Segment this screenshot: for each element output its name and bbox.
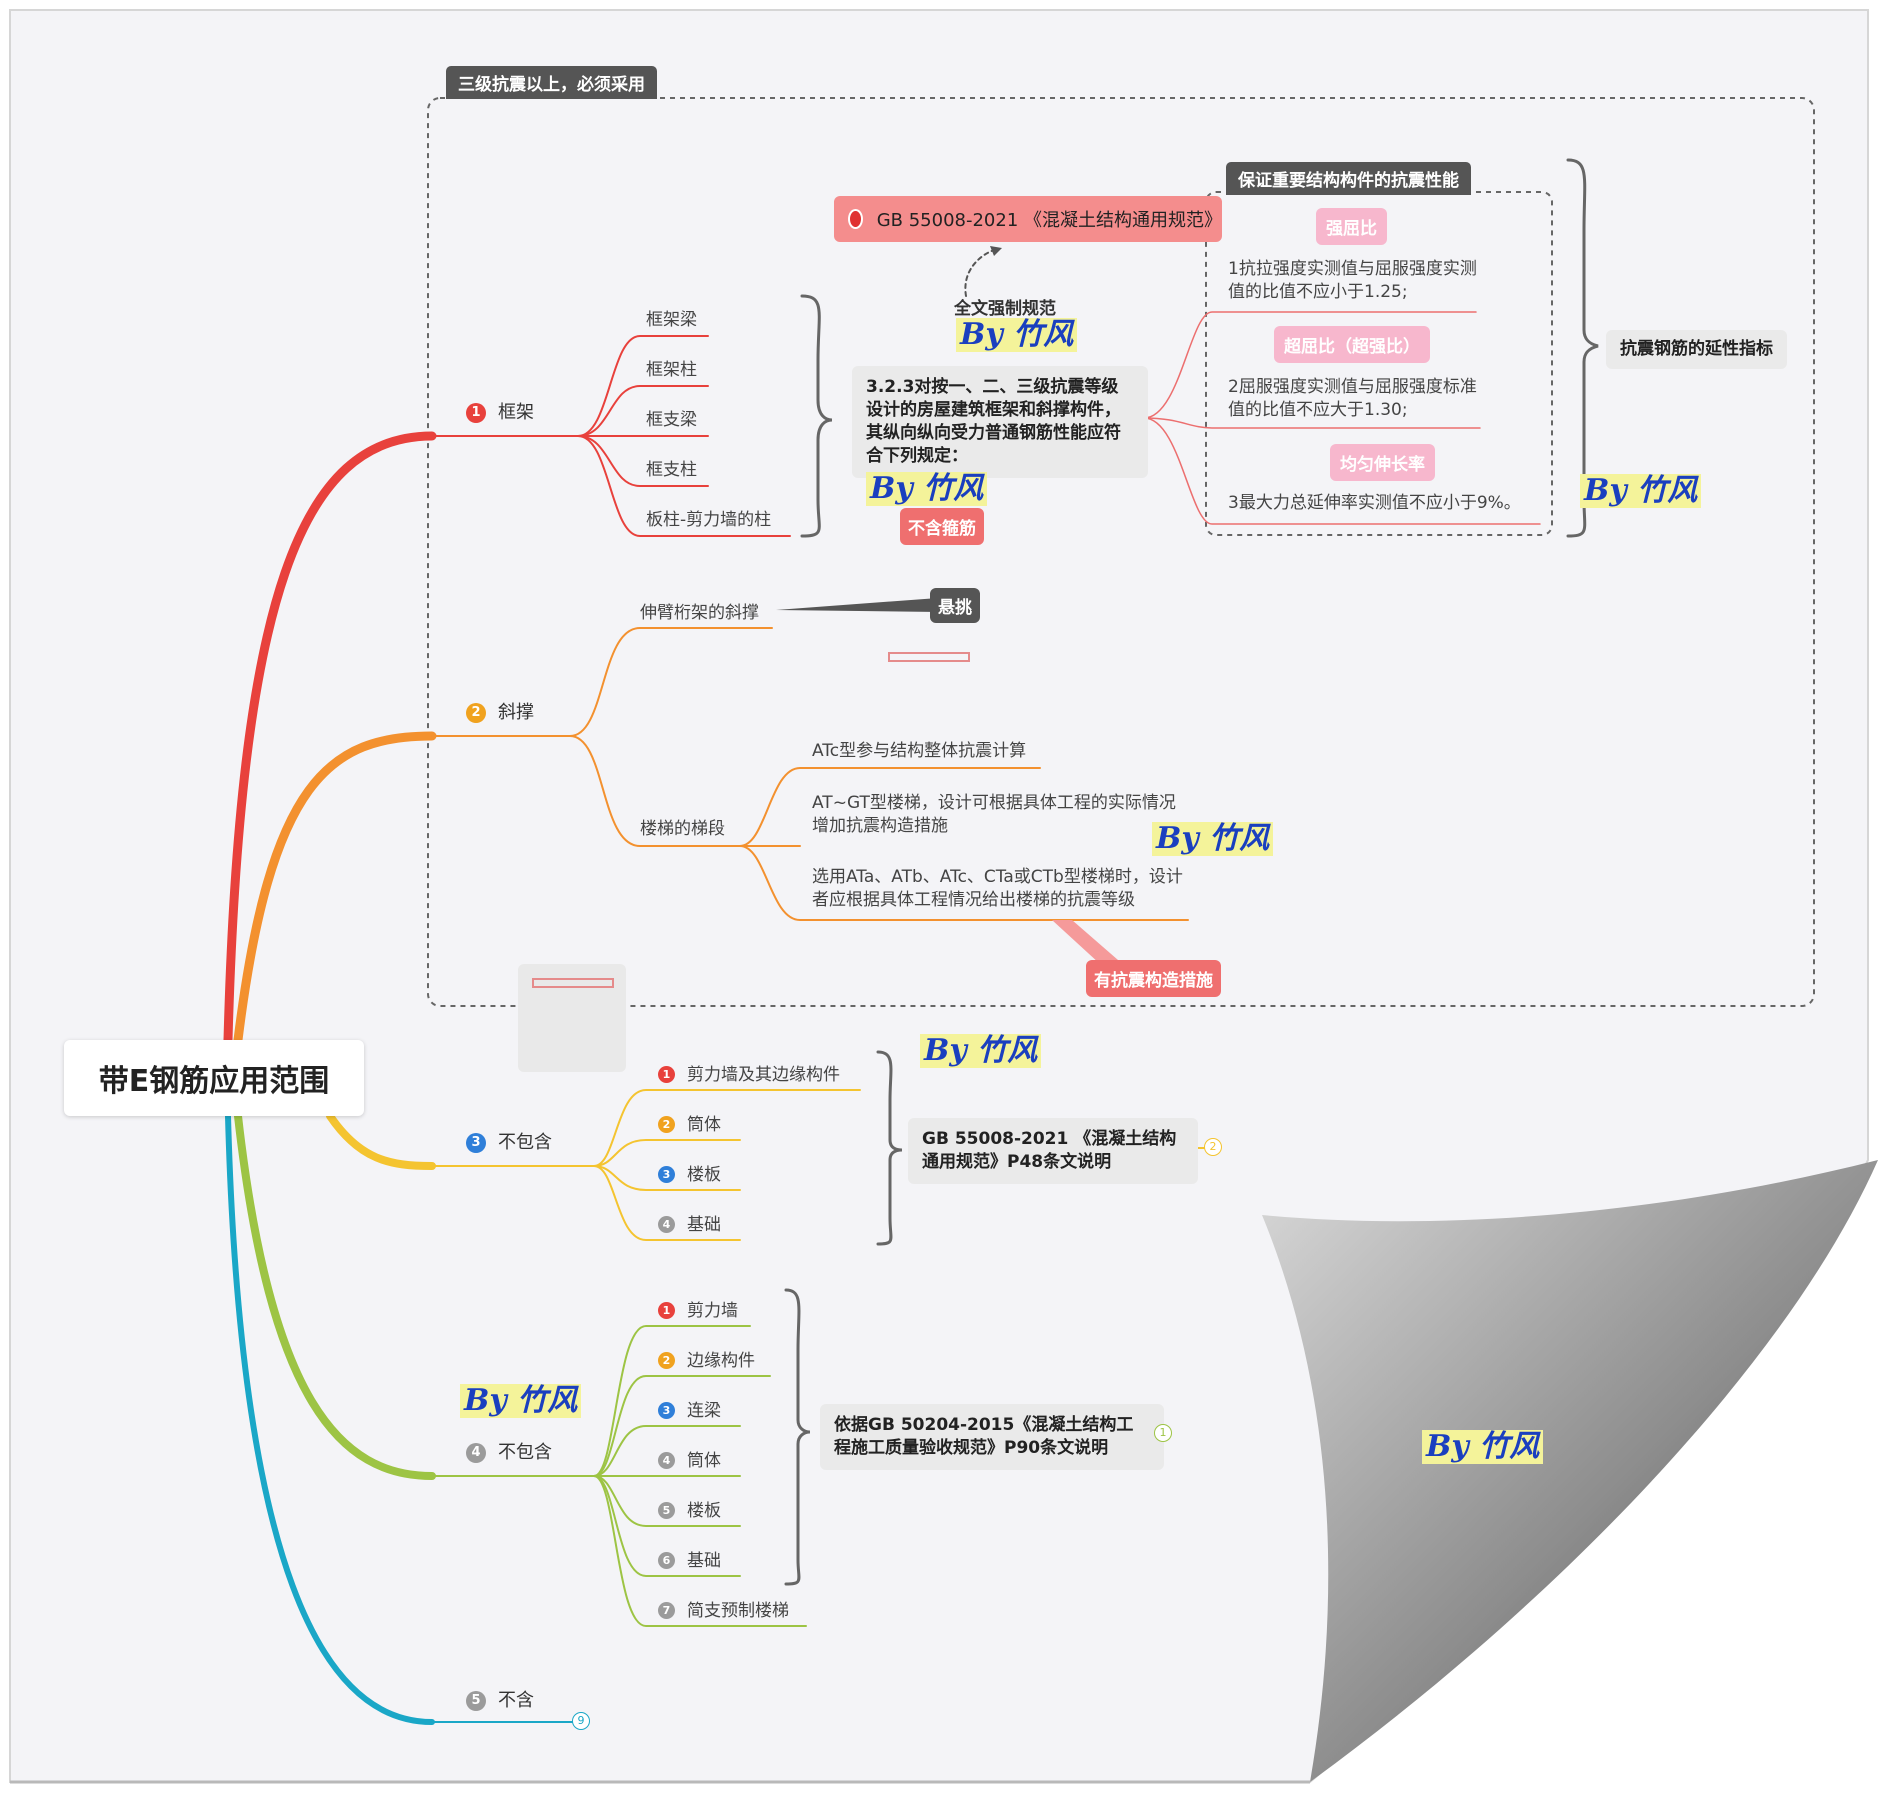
number-badge: 5	[658, 1502, 675, 1519]
branch-exclude-3[interactable]: 5 不含	[466, 1686, 534, 1712]
number-badge: 1	[658, 1302, 675, 1319]
exclude-item[interactable]: 1 剪力墙	[658, 1296, 738, 1321]
branch-exclude-1-label: 不包含	[498, 1132, 552, 1153]
stair-note[interactable]: ATc型参与结构整体抗震计算	[812, 741, 1027, 761]
gb-standard-label: GB 55008-2021 《混凝土结构通用规范》	[876, 210, 1222, 231]
exclude-item-label: 基础	[687, 1215, 721, 1235]
number-badge: 5	[466, 1691, 486, 1711]
collapse-badge[interactable]: 9	[572, 1712, 590, 1730]
number-badge: 7	[658, 1602, 675, 1619]
branch-exclude-2[interactable]: 4 不包含	[466, 1438, 552, 1464]
guarantee-tag: 保证重要结构构件的抗震性能	[1226, 162, 1471, 195]
cantilever-tag: 悬挑	[930, 588, 980, 623]
requirement-tag: 均匀伸长率	[1330, 444, 1435, 481]
branch-brace-label: 斜撑	[498, 702, 534, 723]
number-badge: 4	[466, 1443, 486, 1463]
exclude-item[interactable]: 4 筒体	[658, 1446, 721, 1471]
frame-item[interactable]: 框支梁	[646, 410, 697, 430]
exclude-item-label: 剪力墙	[687, 1301, 738, 1321]
frame-item[interactable]: 框支柱	[646, 460, 697, 480]
number-badge: 6	[658, 1552, 675, 1569]
exclude-item[interactable]: 5 楼板	[658, 1496, 721, 1521]
cantilever-brace[interactable]: 伸臂桁架的斜撑	[640, 603, 759, 623]
reference-node[interactable]: GB 55008-2021 《混凝土结构通用规范》P48条文说明	[908, 1118, 1198, 1184]
exclude-item[interactable]: 4 基础	[658, 1210, 721, 1235]
number-badge: 2	[658, 1116, 675, 1133]
stair-note[interactable]: AT~GT型楼梯，设计可根据具体工程的实际情况增加抗震构造措施	[812, 793, 1176, 836]
scope-tag: 三级抗震以上，必须采用	[446, 66, 657, 99]
requirement-tag: 强屈比	[1316, 208, 1387, 245]
exclude-item-label: 基础	[687, 1551, 721, 1571]
branch-brace[interactable]: 2 斜撑	[466, 698, 534, 724]
watermark: By 竹风	[956, 318, 1078, 352]
no-stirrup-tag: 不含箍筋	[900, 508, 984, 545]
mandatory-label: 全文强制规范	[954, 299, 1056, 319]
number-badge: 1	[466, 403, 486, 423]
number-badge: 3	[466, 1133, 486, 1153]
exclude-item-label: 筒体	[687, 1115, 721, 1135]
branch-exclude-3-label: 不含	[498, 1690, 534, 1711]
number-badge: 2	[466, 703, 486, 723]
root-topic[interactable]: 带E钢筋应用范围	[64, 1040, 364, 1116]
frame-item[interactable]: 框架梁	[646, 310, 697, 330]
requirement-text[interactable]: 1抗拉强度实测值与屈服强度实测值的比值不应小于1.25;	[1228, 259, 1477, 302]
requirement-text[interactable]: 3最大力总延伸率实测值不应小于9%。	[1228, 493, 1521, 513]
reference-node[interactable]: 依据GB 50204-2015《混凝土结构工程施工质量验收规范》P90条文说明	[820, 1404, 1164, 1470]
frame-item[interactable]: 板柱-剪力墙的柱	[646, 510, 772, 530]
number-badge: 3	[658, 1402, 675, 1419]
branch-exclude-1[interactable]: 3 不包含	[466, 1128, 552, 1154]
clause-node[interactable]: 3.2.3对按一、二、三级抗震等级设计的房屋建筑框架和斜撑构件，其纵向纵向受力普…	[852, 366, 1148, 478]
seal-stamp	[888, 652, 970, 662]
number-badge: 3	[658, 1166, 675, 1183]
number-badge: 4	[658, 1452, 675, 1469]
seal-stamp-background	[518, 964, 626, 1072]
requirement-tag: 超屈比（超强比）	[1274, 326, 1430, 363]
number-badge: 4	[658, 1216, 675, 1233]
watermark: By 竹风	[1580, 474, 1702, 508]
seismic-tag: 有抗震构造措施	[1086, 960, 1221, 997]
watermark: By 竹风	[460, 1384, 582, 1418]
exclude-item-label: 楼板	[687, 1501, 721, 1521]
stair-flight[interactable]: 楼梯的梯段	[640, 819, 725, 839]
exclude-item[interactable]: 1 剪力墙及其边缘构件	[658, 1060, 840, 1085]
gb-standard-node[interactable]: GB 55008-2021 《混凝土结构通用规范》	[834, 196, 1222, 242]
marker-icon	[848, 209, 863, 229]
exclude-item[interactable]: 3 楼板	[658, 1160, 721, 1185]
exclude-item[interactable]: 7 简支预制楼梯	[658, 1596, 789, 1621]
branch-frame-label: 框架	[498, 402, 534, 423]
watermark: By 竹风	[866, 472, 988, 506]
branch-frame[interactable]: 1 框架	[466, 398, 534, 424]
number-badge: 2	[658, 1352, 675, 1369]
watermark: By 竹风	[1152, 822, 1274, 856]
stair-note[interactable]: 选用ATa、ATb、ATc、CTa或CTb型楼梯时，设计者应根据具体工程情况给出…	[812, 867, 1183, 910]
exclude-item-label: 筒体	[687, 1451, 721, 1471]
collapse-badge[interactable]: 1	[1154, 1424, 1172, 1442]
exclude-item-label: 简支预制楼梯	[687, 1601, 789, 1621]
watermark: By 竹风	[920, 1034, 1042, 1068]
branch-exclude-2-label: 不包含	[498, 1442, 552, 1463]
ductility-label[interactable]: 抗震钢筋的延性指标	[1606, 330, 1787, 369]
frame-item[interactable]: 框架柱	[646, 360, 697, 380]
seal-stamp	[532, 978, 614, 988]
exclude-item-label: 楼板	[687, 1165, 721, 1185]
collapse-badge[interactable]: 2	[1204, 1138, 1222, 1156]
exclude-item-label: 连梁	[687, 1401, 721, 1421]
requirement-text[interactable]: 2屈服强度实测值与屈服强度标准值的比值不应大于1.30;	[1228, 377, 1477, 420]
exclude-item[interactable]: 6 基础	[658, 1546, 721, 1571]
exclude-item-label: 剪力墙及其边缘构件	[687, 1065, 840, 1085]
exclude-item[interactable]: 2 边缘构件	[658, 1346, 755, 1371]
exclude-item-label: 边缘构件	[687, 1351, 755, 1371]
number-badge: 1	[658, 1066, 675, 1083]
exclude-item[interactable]: 2 筒体	[658, 1110, 721, 1135]
exclude-item[interactable]: 3 连梁	[658, 1396, 721, 1421]
watermark: By 竹风	[1422, 1430, 1544, 1464]
